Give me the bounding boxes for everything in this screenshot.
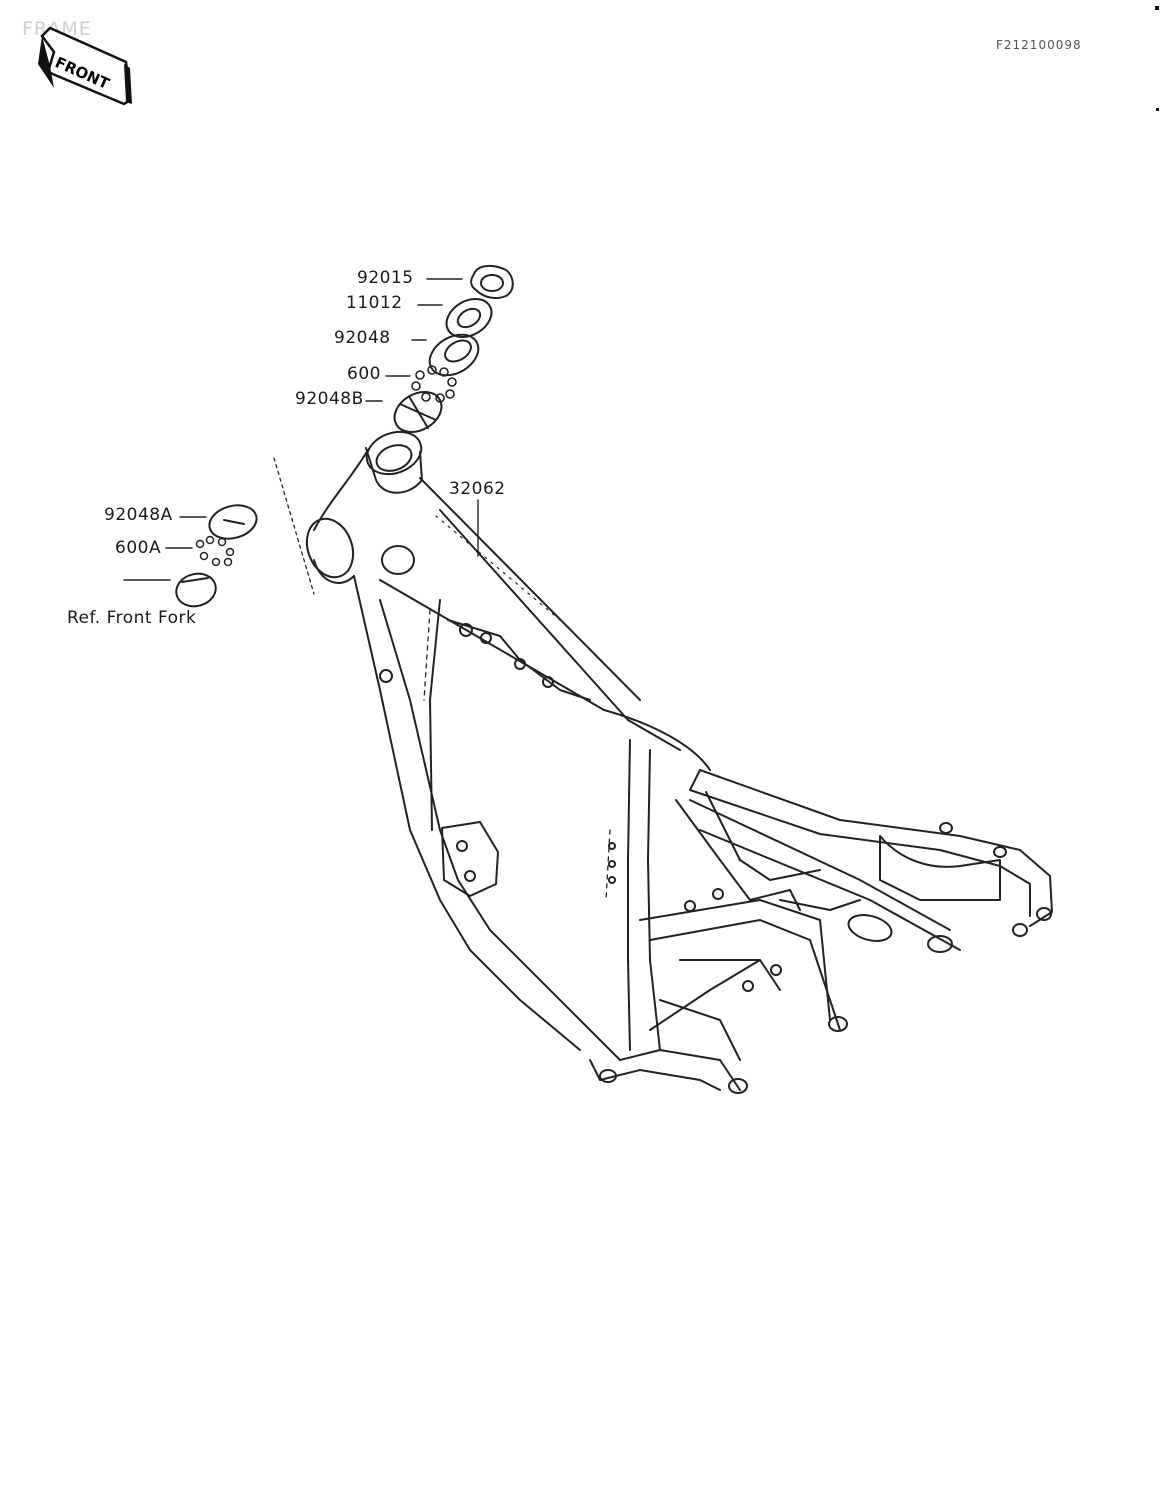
- part-label-600: 600: [347, 364, 381, 384]
- engine-mount-bracket: [441, 821, 499, 897]
- gusset-plates: [379, 619, 591, 701]
- section-title: FRAME: [22, 18, 92, 40]
- part-label-92048: 92048: [334, 328, 391, 348]
- steering-axis: [273, 457, 315, 595]
- leader-lines: [123, 278, 479, 581]
- head-tube: [305, 430, 423, 584]
- corner-mark: [1155, 6, 1159, 10]
- part-label-600A: 600A: [115, 538, 162, 558]
- part-92048-race: [428, 333, 480, 377]
- rear-struts: [675, 791, 861, 911]
- corner-mark: [1156, 108, 1159, 111]
- part-92015-nut: [470, 264, 514, 299]
- front-fork-stem: [175, 572, 217, 608]
- reference-note: Ref. Front Fork: [67, 608, 197, 628]
- diagram-ref-code: F212100098: [996, 38, 1082, 52]
- part-600A-bearing: [195, 535, 235, 567]
- down-tube: [353, 575, 601, 1051]
- part-92048A-race: [208, 504, 258, 540]
- top-tube: [379, 477, 711, 771]
- part-label-92015: 92015: [357, 268, 414, 288]
- seat-rail: [689, 769, 1053, 953]
- lower-cradle: [589, 888, 848, 1094]
- part-11012-washer: [445, 298, 493, 338]
- part-92048B-race: [393, 391, 443, 433]
- part-label-92048B: 92048B: [295, 389, 364, 409]
- part-label-92048A: 92048A: [104, 505, 173, 525]
- part-label-11012: 11012: [346, 293, 403, 313]
- front-arrow-icon: FRONT: [38, 26, 132, 106]
- seat-post: [605, 739, 661, 1051]
- part-label-32062: 32062: [449, 479, 506, 499]
